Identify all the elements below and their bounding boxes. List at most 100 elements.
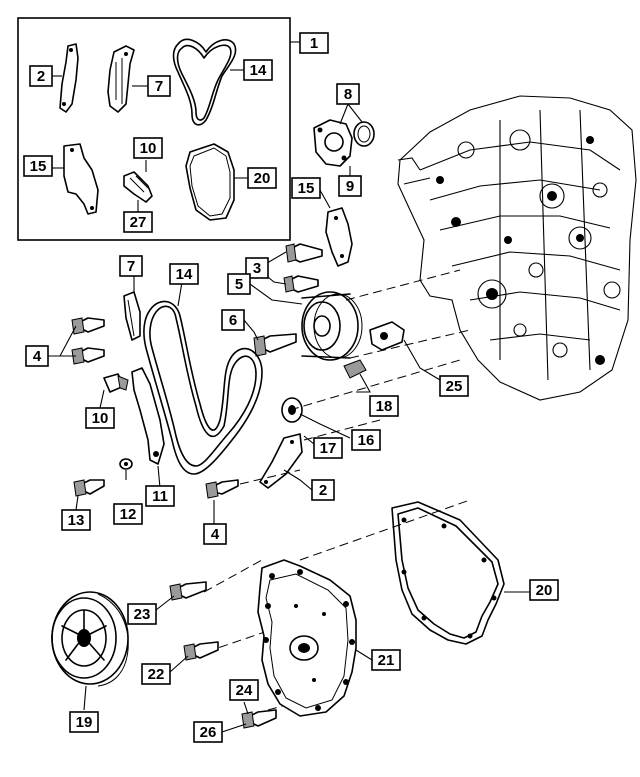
callout-13: 13 xyxy=(61,509,91,531)
o-ring-seal-part xyxy=(353,121,375,147)
callout-12: 12 xyxy=(113,503,143,525)
svg-text:22: 22 xyxy=(148,666,165,683)
inset-chain-tensioner-bracket-part xyxy=(63,143,99,215)
svg-text:1: 1 xyxy=(310,35,318,52)
callout-15-inset: 15 xyxy=(23,155,53,177)
svg-text:2: 2 xyxy=(319,482,327,499)
svg-text:6: 6 xyxy=(229,312,237,329)
svg-text:27: 27 xyxy=(130,214,147,231)
svg-text:15: 15 xyxy=(298,180,315,197)
svg-text:4: 4 xyxy=(211,526,220,543)
svg-text:4: 4 xyxy=(33,348,42,365)
svg-text:2: 2 xyxy=(37,68,45,85)
svg-text:23: 23 xyxy=(134,606,151,623)
callout-2-inset: 2 xyxy=(29,65,53,87)
callout-10-inset: 10 xyxy=(133,137,163,159)
svg-text:10: 10 xyxy=(140,140,157,157)
callout-20-inset: 20 xyxy=(247,167,277,189)
svg-text:11: 11 xyxy=(152,488,168,505)
callout-21: 21 xyxy=(371,649,401,671)
callout-15: 15 xyxy=(291,177,321,199)
chain-guide-bracket-part xyxy=(325,207,353,267)
crankshaft-damper-pulley-part xyxy=(51,591,129,687)
water-outlet-housing-part xyxy=(313,119,353,167)
bolt-23-part xyxy=(169,581,207,601)
svg-text:15: 15 xyxy=(30,158,47,175)
svg-text:16: 16 xyxy=(358,432,375,449)
svg-text:3: 3 xyxy=(253,260,261,277)
callout-25: 25 xyxy=(439,375,469,397)
callout-14-inset: 14 xyxy=(243,59,273,81)
callout-24: 24 xyxy=(229,679,259,701)
chain-guide-part xyxy=(123,291,141,341)
callout-16: 16 xyxy=(351,429,381,451)
callout-7: 7 xyxy=(119,255,143,277)
callout-3: 3 xyxy=(245,257,269,279)
camshaft-position-sensor-part xyxy=(343,321,405,379)
bolt-4-middle-part xyxy=(71,347,105,365)
svg-text:7: 7 xyxy=(155,78,163,95)
callout-19: 19 xyxy=(69,711,99,733)
callout-5: 5 xyxy=(227,273,251,295)
tensioner-arm-part xyxy=(131,367,165,465)
svg-text:20: 20 xyxy=(536,582,553,599)
svg-text:17: 17 xyxy=(320,440,337,457)
callout-7-inset: 7 xyxy=(147,75,171,97)
svg-text:25: 25 xyxy=(446,378,463,395)
svg-text:18: 18 xyxy=(376,398,393,415)
callout-23: 23 xyxy=(127,603,157,625)
lower-chain-guide-part xyxy=(259,433,303,489)
callout-17: 17 xyxy=(313,437,343,459)
callout-10: 10 xyxy=(85,407,115,429)
bolt-3-lower-part xyxy=(283,275,319,293)
washer-part xyxy=(119,458,133,470)
kit-inset-box xyxy=(17,17,300,241)
callout-14: 14 xyxy=(169,263,199,285)
inset-timing-chain-part xyxy=(172,38,237,126)
chain-tensioner-part xyxy=(103,373,129,393)
bolt-4-lower-part xyxy=(205,479,239,499)
inset-chain-guide-part xyxy=(59,43,79,113)
callout-26: 26 xyxy=(193,721,223,743)
callout-2: 2 xyxy=(311,479,335,501)
sprocket-bolt-part xyxy=(253,333,297,357)
bolt-4-upper-part xyxy=(71,317,105,335)
svg-text:21: 21 xyxy=(378,652,395,669)
callout-6: 6 xyxy=(221,309,245,331)
inset-hydraulic-tensioner-part xyxy=(123,171,153,203)
svg-text:13: 13 xyxy=(68,512,85,529)
callout-9: 9 xyxy=(338,175,362,197)
callout-1: 1 xyxy=(299,32,329,54)
svg-text:14: 14 xyxy=(250,62,267,79)
idler-sprocket-part xyxy=(281,397,303,423)
callout-20: 20 xyxy=(529,579,559,601)
bolt-13-part xyxy=(73,479,105,497)
callout-8: 8 xyxy=(336,83,360,105)
svg-text:24: 24 xyxy=(236,682,253,699)
callout-18: 18 xyxy=(369,395,399,417)
timing-cover-part xyxy=(257,559,357,717)
svg-text:8: 8 xyxy=(344,86,352,103)
svg-text:19: 19 xyxy=(76,714,93,731)
svg-text:12: 12 xyxy=(120,506,137,523)
svg-text:14: 14 xyxy=(176,266,193,283)
svg-text:26: 26 xyxy=(200,724,217,741)
cover-gasket-part xyxy=(391,501,505,645)
inset-cover-gasket-part xyxy=(185,143,235,221)
svg-text:5: 5 xyxy=(235,276,243,293)
camshaft-sprocket-part xyxy=(301,291,363,361)
svg-text:10: 10 xyxy=(92,410,109,427)
callout-4-upper: 4 xyxy=(25,345,49,367)
callout-22: 22 xyxy=(141,663,171,685)
timing-chain-part xyxy=(143,300,263,475)
bolt-22-part xyxy=(183,641,219,661)
callout-11: 11 xyxy=(145,485,175,507)
callout-4-lower: 4 xyxy=(203,523,227,545)
svg-text:7: 7 xyxy=(127,258,135,275)
inset-tensioner-arm-part xyxy=(107,45,135,113)
bolt-3-upper-part xyxy=(285,243,323,263)
callout-27: 27 xyxy=(123,211,153,233)
svg-text:9: 9 xyxy=(346,178,354,195)
svg-text:20: 20 xyxy=(254,170,271,187)
